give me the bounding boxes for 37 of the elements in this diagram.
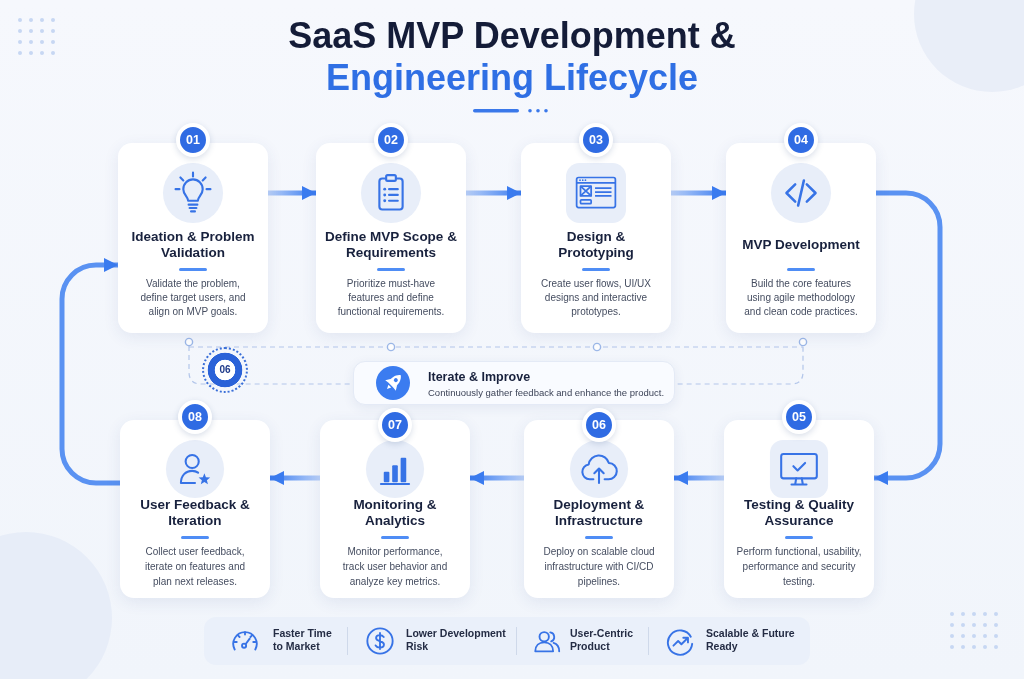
step-title: User Feedback & Iteration xyxy=(139,497,251,529)
arrow xyxy=(268,186,316,200)
arrow xyxy=(270,471,320,485)
info-card xyxy=(353,361,675,405)
step-title: Design & Prototyping xyxy=(557,229,635,261)
number-badge: 06 xyxy=(582,408,616,442)
step-title: Testing & Quality Assurance xyxy=(743,497,855,529)
benefit-label: Scalable & Future Ready xyxy=(706,627,796,653)
step-description: Perform functional, usability, performance and security testing. xyxy=(735,545,863,589)
info-description: Continuously gather feedback and enhance the product. xyxy=(428,387,665,399)
arrow xyxy=(59,258,120,486)
step-description: Monitor performance, track user behavior and analyze key metrics. xyxy=(341,545,449,589)
benefit-label: User-Centric Product xyxy=(570,627,635,653)
benefit-label: Faster Time to Market xyxy=(273,627,333,653)
benefits-panel xyxy=(204,617,810,665)
step-number: 06 xyxy=(219,364,231,376)
number-badge: 07 xyxy=(378,408,412,442)
benefit-label: Lower Development Risk xyxy=(406,627,507,653)
step-description: Deploy on scalable cloud infrastructure with CI/CD pipelines. xyxy=(542,545,656,589)
arrow xyxy=(470,471,524,485)
step-title: Deployment & Infrastructure xyxy=(552,497,646,529)
step-title: Define MVP Scope & Requirements xyxy=(324,229,458,261)
step-title: Ideation & Problem Validation xyxy=(130,229,256,261)
step-description: Create user flows, UI/UX designs and interactive prototypes. xyxy=(539,277,652,319)
info-title: Iterate & Improve xyxy=(428,370,531,384)
step-description: Collect user feedback, iterate on features and plan next releases. xyxy=(143,545,247,589)
title: SaaS MVP Development & Engineering Lifecycle xyxy=(287,15,737,99)
number-ring xyxy=(202,347,248,393)
arrow xyxy=(674,471,724,485)
step-title: Monitoring & Analytics xyxy=(352,497,438,529)
arrow xyxy=(466,186,521,200)
step-description: Build the core features using agile methodology and clean code practices. xyxy=(743,277,859,319)
arrow xyxy=(671,186,726,200)
step-description: Validate the problem, define target users, and align on MVP goals. xyxy=(139,277,247,319)
step-description: Prioritize must-have features and define functional requirements. xyxy=(336,277,446,319)
arrow xyxy=(874,190,943,485)
step-title: MVP Development xyxy=(742,237,860,253)
